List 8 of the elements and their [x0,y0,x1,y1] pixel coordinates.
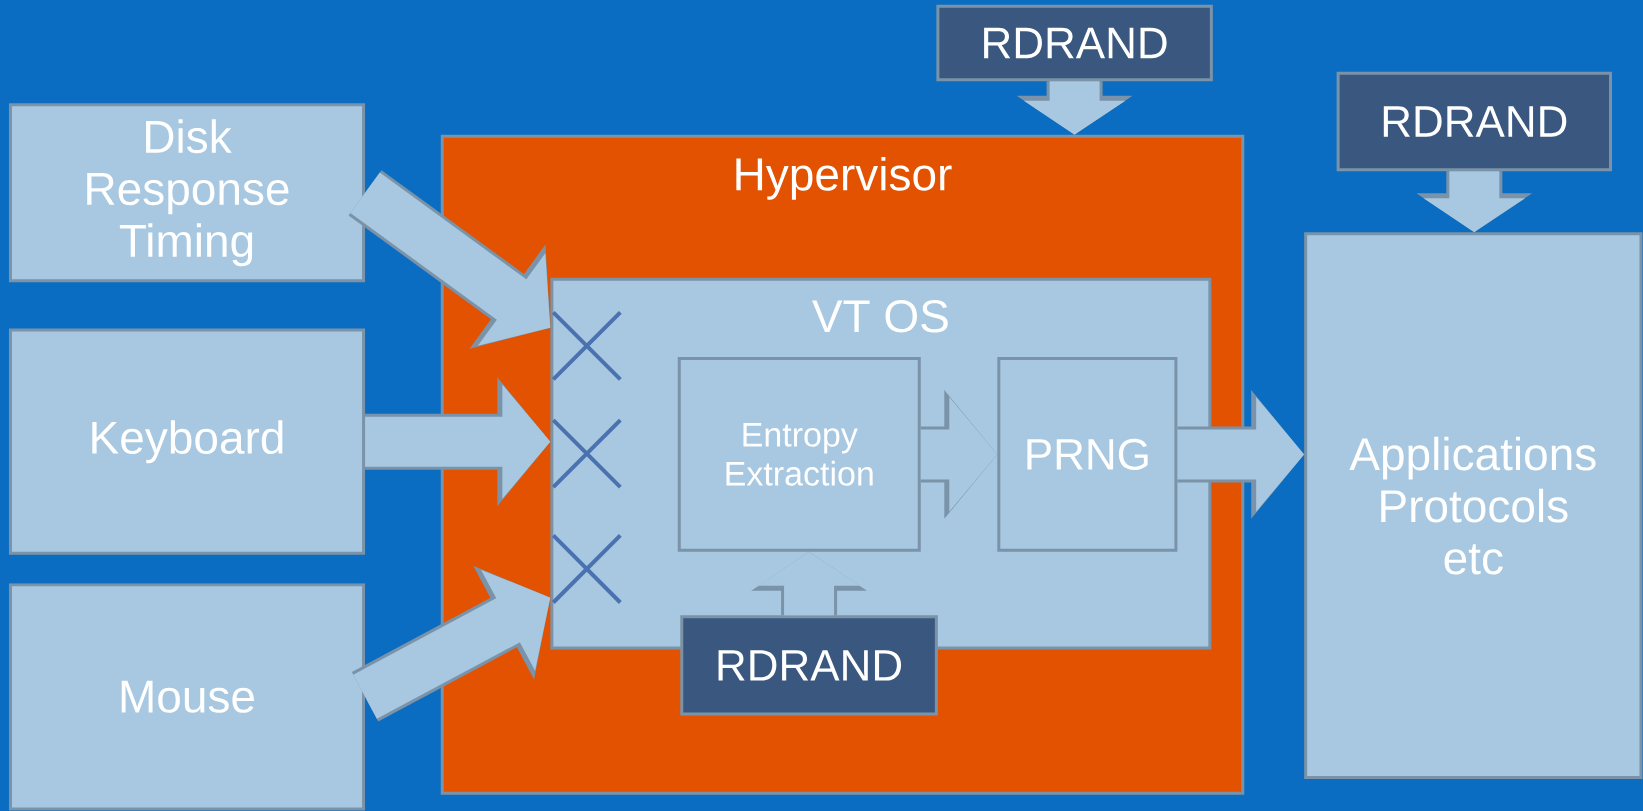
instruction-box: RDRAND [680,615,938,716]
instruction-box: RDRAND [1336,71,1612,172]
process-box: Mouse [8,583,366,811]
process-box: Entropy Extraction [677,357,921,552]
instruction-box: RDRAND [936,4,1213,82]
process-box: Applications Protocols etc [1304,232,1643,779]
process-box: Disk Response Timing [8,103,366,283]
process-box: Keyboard [8,328,366,555]
